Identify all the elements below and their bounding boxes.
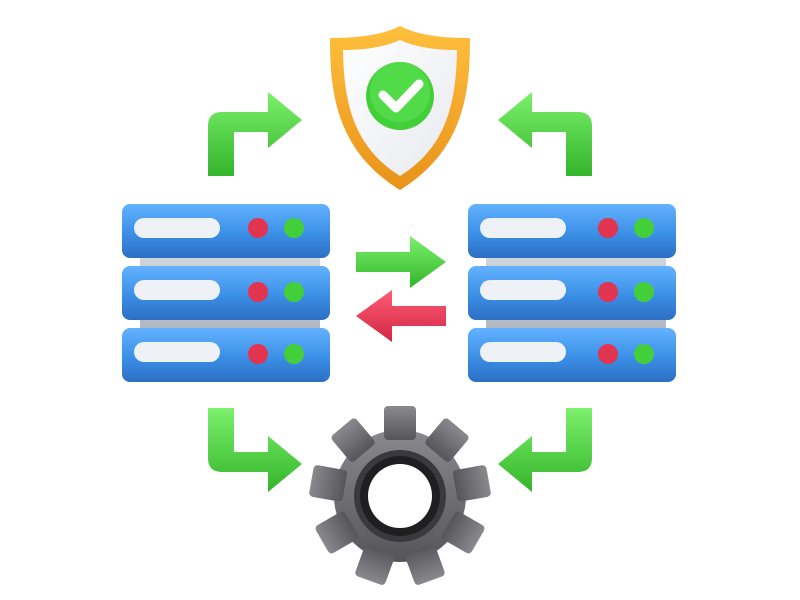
- arrow-left-to-shield-icon: [208, 92, 302, 176]
- server-unit-left-3: [122, 328, 330, 382]
- server-unit-left-2: [122, 266, 330, 320]
- server-unit-right-2: [468, 266, 676, 320]
- arrow-left-to-gear-icon: [208, 408, 302, 492]
- server-rack-left-icon: [122, 204, 330, 382]
- shield-check-icon: [330, 26, 470, 190]
- arrow-left-red-icon: [356, 290, 446, 342]
- server-rack-right-icon: [468, 204, 676, 382]
- server-unit-right-3: [468, 328, 676, 382]
- arrow-right-to-shield-icon: [498, 92, 592, 176]
- arrow-right-green-icon: [356, 236, 446, 288]
- server-unit-right-1: [468, 204, 676, 258]
- server-unit-left-1: [122, 204, 330, 258]
- arrow-right-to-gear-icon: [498, 408, 592, 492]
- gear-icon: [309, 406, 491, 585]
